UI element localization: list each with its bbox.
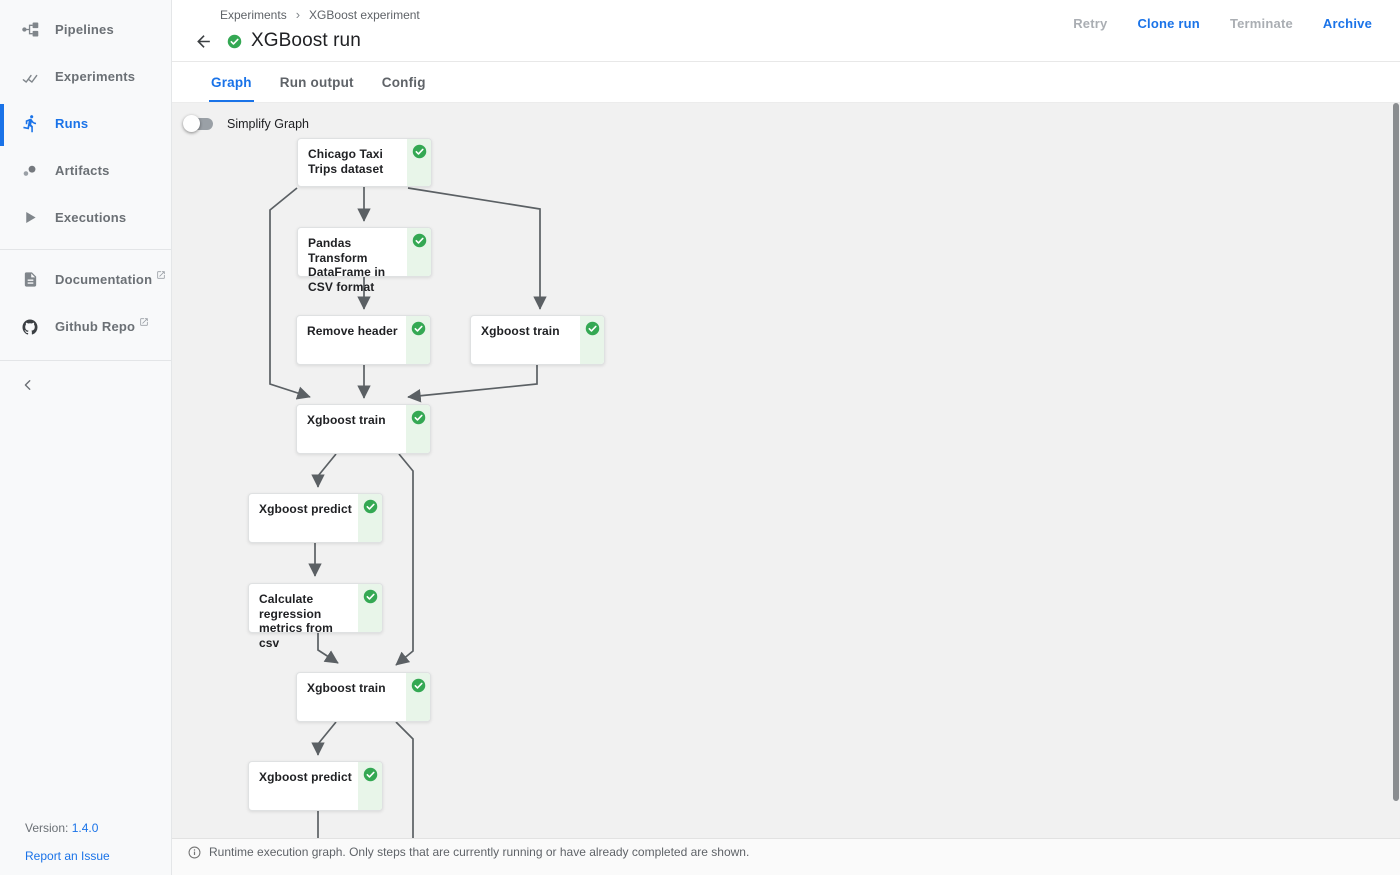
graph-node-label: Xgboost predict bbox=[259, 770, 352, 784]
sidebar-item-label: Artifacts bbox=[55, 163, 110, 178]
sidebar-item-label: Executions bbox=[55, 210, 127, 225]
run-actions: Retry Clone run Terminate Archive bbox=[1073, 16, 1372, 31]
node-status-strip bbox=[407, 228, 431, 276]
executions-icon bbox=[19, 207, 41, 229]
node-status-strip bbox=[406, 405, 430, 453]
tab-bar: Graph Run output Config bbox=[172, 62, 1400, 103]
main-content: Experiments › XGBoost experiment XGBoost… bbox=[172, 0, 1400, 875]
graph-node-label: Pandas Transform DataFrame in CSV format bbox=[308, 236, 386, 294]
document-icon bbox=[19, 269, 41, 291]
graph-node-label: Xgboost train bbox=[481, 324, 560, 338]
page-title: XGBoost run bbox=[251, 30, 361, 51]
success-check-icon bbox=[412, 233, 427, 276]
simplify-graph-label: Simplify Graph bbox=[227, 116, 309, 131]
artifacts-icon bbox=[19, 160, 41, 182]
sidebar-item-runs[interactable]: Runs bbox=[0, 100, 171, 147]
runs-icon bbox=[19, 113, 41, 135]
archive-button[interactable]: Archive bbox=[1322, 16, 1372, 31]
node-status-strip bbox=[407, 139, 431, 186]
graph-panel: Simplify Graph Chicago Taxi Trips datase… bbox=[172, 103, 1400, 875]
graph-edges bbox=[269, 187, 547, 838]
node-status-strip bbox=[358, 494, 382, 542]
tab-graph[interactable]: Graph bbox=[209, 62, 254, 102]
vertical-scrollbar[interactable] bbox=[1393, 103, 1399, 801]
graph-node-label: Xgboost train bbox=[307, 681, 386, 695]
sidebar-item-artifacts[interactable]: Artifacts bbox=[0, 147, 171, 194]
sidebar-footer: Version: 1.4.0 Report an Issue bbox=[25, 821, 110, 863]
node-status-strip bbox=[358, 762, 382, 810]
success-check-icon bbox=[411, 678, 426, 721]
retry-button[interactable]: Retry bbox=[1073, 16, 1108, 31]
graph-footer: Runtime execution graph. Only steps that… bbox=[172, 838, 1400, 875]
experiments-icon bbox=[19, 66, 41, 88]
breadcrumb: Experiments › XGBoost experiment bbox=[220, 7, 420, 22]
graph-node-label: Calculate regression metrics from csv bbox=[259, 592, 333, 650]
success-check-icon bbox=[411, 410, 426, 453]
github-icon bbox=[19, 316, 41, 338]
sidebar-item-label: Experiments bbox=[55, 69, 136, 84]
simplify-graph-toggle[interactable] bbox=[183, 115, 214, 132]
graph-node[interactable]: Pandas Transform DataFrame in CSV format bbox=[297, 227, 432, 294]
clone-run-button[interactable]: Clone run bbox=[1137, 16, 1200, 31]
sidebar-item-experiments[interactable]: Experiments bbox=[0, 53, 171, 100]
graph-node-label: Remove header bbox=[307, 324, 398, 338]
breadcrumb-current: XGBoost experiment bbox=[309, 7, 420, 22]
breadcrumb-experiments[interactable]: Experiments bbox=[220, 7, 287, 22]
success-check-icon bbox=[363, 589, 378, 632]
collapse-sidebar-button[interactable] bbox=[0, 365, 171, 409]
graph-node[interactable]: Calculate regression metrics from csv bbox=[248, 583, 383, 650]
graph-node-label: Xgboost predict bbox=[259, 502, 352, 516]
sidebar-link-label: Documentation bbox=[55, 272, 153, 287]
graph-node[interactable]: Xgboost predict bbox=[248, 493, 383, 543]
success-check-icon bbox=[411, 321, 426, 364]
sidebar-item-executions[interactable]: Executions bbox=[0, 194, 171, 241]
external-link-icon bbox=[139, 314, 149, 332]
node-status-strip bbox=[358, 584, 382, 632]
terminate-button[interactable]: Terminate bbox=[1229, 16, 1293, 31]
success-check-icon bbox=[363, 767, 378, 810]
sidebar-link-label: Github Repo bbox=[55, 319, 136, 334]
success-check-icon bbox=[227, 34, 242, 49]
sidebar-link-documentation[interactable]: Documentation bbox=[0, 256, 171, 303]
success-check-icon bbox=[363, 499, 378, 542]
info-icon bbox=[188, 846, 201, 864]
breadcrumb-separator: › bbox=[295, 7, 301, 22]
tab-run-output[interactable]: Run output bbox=[279, 74, 354, 90]
run-header: Experiments › XGBoost experiment XGBoost… bbox=[172, 0, 1400, 62]
sidebar-link-github[interactable]: Github Repo bbox=[0, 303, 171, 350]
graph-node[interactable]: Xgboost train bbox=[470, 315, 605, 365]
graph-node[interactable]: Remove header bbox=[296, 315, 431, 365]
sidebar-divider bbox=[0, 360, 171, 361]
node-status-strip bbox=[580, 316, 604, 364]
graph-footer-note: Runtime execution graph. Only steps that… bbox=[209, 845, 750, 859]
graph-node[interactable]: Chicago Taxi Trips dataset bbox=[297, 138, 432, 187]
sidebar-item-label: Runs bbox=[55, 116, 89, 131]
graph-node-label: Chicago Taxi Trips dataset bbox=[308, 147, 384, 176]
back-button[interactable] bbox=[191, 29, 215, 53]
success-check-icon bbox=[412, 144, 427, 186]
report-issue-link[interactable]: Report an Issue bbox=[25, 849, 110, 863]
node-status-strip bbox=[406, 316, 430, 364]
sidebar: Pipelines Experiments Runs Artifacts Exe bbox=[0, 0, 172, 875]
graph-node-label: Xgboost train bbox=[307, 413, 386, 427]
external-link-icon bbox=[156, 267, 166, 285]
version-text: Version: 1.4.0 bbox=[25, 821, 99, 835]
sidebar-item-pipelines[interactable]: Pipelines bbox=[0, 6, 171, 53]
node-status-strip bbox=[406, 673, 430, 721]
active-item-indicator bbox=[0, 104, 4, 146]
tab-config[interactable]: Config bbox=[381, 74, 426, 90]
graph-node[interactable]: Xgboost predict bbox=[248, 761, 383, 811]
sidebar-divider bbox=[0, 249, 171, 250]
success-check-icon bbox=[585, 321, 600, 364]
version-link[interactable]: 1.4.0 bbox=[71, 821, 99, 835]
graph-node[interactable]: Xgboost train bbox=[296, 672, 431, 722]
pipelines-icon bbox=[19, 19, 41, 41]
sidebar-item-label: Pipelines bbox=[55, 22, 114, 37]
graph-node[interactable]: Xgboost train bbox=[296, 404, 431, 454]
chevron-left-icon bbox=[22, 378, 34, 396]
